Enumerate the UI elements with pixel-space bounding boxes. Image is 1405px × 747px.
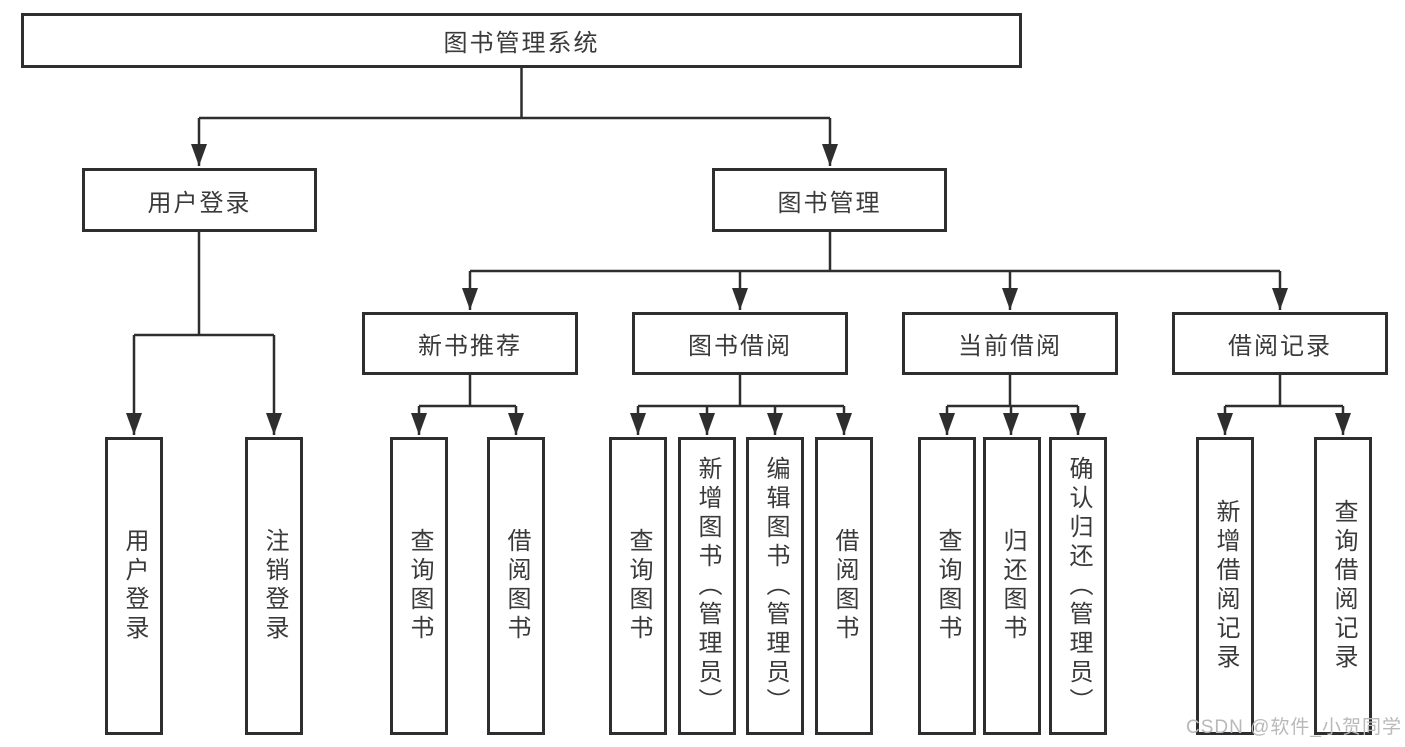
node-label: 查询图书 — [625, 528, 652, 644]
leaf-logout: 注销登录 — [245, 437, 303, 735]
node-label: 借阅图书 — [503, 528, 530, 644]
leaf-edit-books-admin: 编辑图书（管理员） — [746, 437, 804, 735]
node-label: 编辑图书（管理员） — [762, 455, 789, 717]
node-label: 借阅图书 — [831, 528, 858, 644]
leaf-query-books-current: 查询图书 — [918, 437, 976, 735]
node-borrow-records: 借阅记录 — [1172, 312, 1388, 375]
node-label: 图书借阅 — [688, 333, 792, 360]
node-label: 确认归还（管理员） — [1065, 455, 1092, 717]
node-label: 借阅记录 — [1228, 333, 1332, 360]
leaf-add-borrow-record: 新增借阅记录 — [1196, 437, 1254, 735]
leaf-add-books-admin: 新增图书（管理员） — [678, 437, 736, 735]
leaf-query-books-borrow: 查询图书 — [609, 437, 667, 735]
leaf-return-books: 归还图书 — [983, 437, 1041, 735]
node-new-book-recommend: 新书推荐 — [362, 312, 578, 375]
node-label: 查询图书 — [406, 528, 433, 644]
leaf-query-books-recommend: 查询图书 — [390, 437, 448, 735]
node-root: 图书管理系统 — [21, 13, 1022, 68]
node-label: 新增借阅记录 — [1212, 499, 1239, 673]
node-book-management: 图书管理 — [712, 168, 947, 232]
node-book-borrow: 图书借阅 — [632, 312, 848, 375]
node-label: 当前借阅 — [958, 333, 1062, 360]
node-label: 查询图书 — [934, 528, 961, 644]
node-label: 新增图书（管理员） — [694, 455, 721, 717]
leaf-confirm-return-admin: 确认归还（管理员） — [1049, 437, 1107, 735]
node-label: 查询借阅记录 — [1330, 499, 1357, 673]
node-label: 图书管理 — [777, 189, 882, 217]
node-label: 图书管理系统 — [443, 30, 600, 57]
node-label: 注销登录 — [261, 528, 288, 644]
node-label: 新书推荐 — [418, 333, 522, 360]
leaf-user-login: 用户登录 — [105, 437, 163, 735]
leaf-query-borrow-record: 查询借阅记录 — [1314, 437, 1372, 735]
watermark: CSDN @软件_小贺同学 — [1186, 717, 1402, 738]
leaf-borrow-books: 借阅图书 — [815, 437, 873, 735]
node-current-borrow: 当前借阅 — [902, 312, 1118, 375]
leaf-borrow-books-recommend: 借阅图书 — [487, 437, 545, 735]
node-user-login: 用户登录 — [82, 168, 317, 232]
node-label: 用户登录 — [147, 189, 252, 217]
node-label: 用户登录 — [121, 528, 148, 644]
node-label: 归还图书 — [999, 528, 1026, 644]
